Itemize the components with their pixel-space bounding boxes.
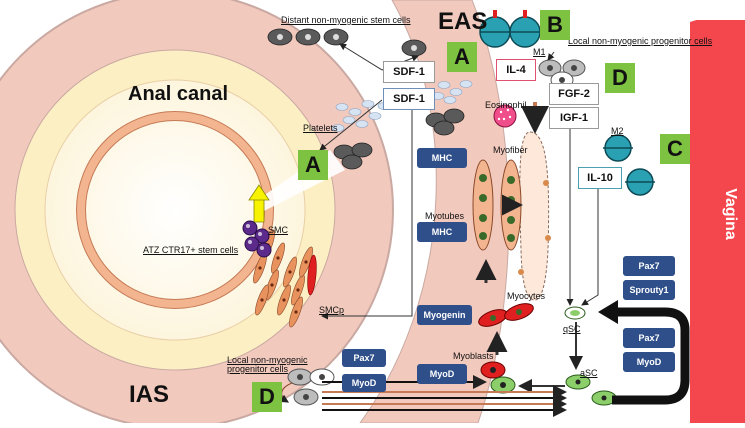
m2-label: M2 bbox=[611, 126, 624, 136]
platelets-label: Platelets bbox=[303, 123, 338, 133]
badge-c: C bbox=[660, 134, 690, 164]
m1-label: M1 bbox=[533, 47, 546, 57]
bottom-migration-arrows bbox=[322, 375, 567, 417]
smcp-label: SMCp bbox=[319, 305, 345, 315]
badge-b: B bbox=[540, 10, 570, 40]
il4-box: IL-4 bbox=[496, 59, 536, 81]
myogenin-marker: Myogenin bbox=[417, 305, 472, 325]
myoblasts bbox=[480, 361, 516, 394]
vagina-band bbox=[690, 5, 745, 423]
qsc-label: qSC bbox=[563, 324, 581, 334]
ias-label: IAS bbox=[129, 381, 170, 408]
myocytes bbox=[478, 303, 534, 327]
sdf1-box-upper: SDF-1 bbox=[383, 61, 435, 83]
m1-macrophages bbox=[479, 10, 541, 48]
anal-canal-label: Anal canal bbox=[128, 83, 229, 105]
pax7-marker-right-mid: Pax7 bbox=[623, 328, 675, 348]
pax7-marker-left: Pax7 bbox=[342, 349, 386, 367]
myod-marker-right: MyoD bbox=[623, 352, 675, 372]
local-progenitor-bottom-label-2: progenitor cells bbox=[227, 364, 289, 374]
myod-marker-center: MyoD bbox=[417, 364, 467, 384]
distant-stem-cells-label: Distant non-myogenic stem cells bbox=[281, 15, 411, 25]
vagina-label: Vagina bbox=[722, 188, 739, 240]
mhc-marker-upper: MHC bbox=[417, 148, 467, 168]
badge-d-bottom: D bbox=[252, 382, 282, 412]
myoblasts-label: Myoblasts bbox=[453, 351, 494, 361]
m2-macrophages bbox=[603, 134, 655, 196]
smc-label: SMC bbox=[268, 225, 288, 235]
satellite-cells bbox=[564, 306, 617, 406]
badge-d-top: D bbox=[605, 63, 635, 93]
self-renewal-arrow bbox=[598, 300, 690, 405]
mhc-marker-lower: MHC bbox=[417, 222, 467, 242]
local-progenitor-bottom-label-1: Local non-myogenic bbox=[227, 355, 308, 365]
pax7-marker-right-top: Pax7 bbox=[623, 256, 675, 276]
sdf1-box-lower: SDF-1 bbox=[383, 88, 435, 110]
myofiber-label: Myofiber bbox=[493, 145, 528, 155]
eosinophil-label: Eosinophil bbox=[485, 100, 527, 110]
anal-sphincter-rings bbox=[0, 0, 394, 428]
eas-label: EAS bbox=[438, 8, 488, 35]
distant-stem-cells bbox=[267, 28, 465, 170]
eosinophil bbox=[493, 104, 517, 128]
sprouty1-marker: Sprouty1 bbox=[623, 280, 675, 300]
myofiber bbox=[518, 131, 551, 301]
local-progenitor-cells-bottom bbox=[287, 368, 335, 406]
myod-marker-left: MyoD bbox=[342, 374, 386, 392]
asc-label: aSC bbox=[580, 368, 598, 378]
il10-box: IL-10 bbox=[578, 167, 622, 189]
badge-a-left: A bbox=[298, 150, 328, 180]
myocytes-label: Myocytes bbox=[507, 291, 546, 301]
atz-stem-cells bbox=[242, 184, 272, 258]
atz-stem-cells-label: ATZ CTR17+ stem cells bbox=[143, 245, 239, 255]
badge-a-center: A bbox=[447, 42, 477, 72]
fgf2-box: FGF-2 bbox=[549, 83, 599, 105]
local-progenitor-top-label: Local non-myogenic progenitor cells bbox=[568, 36, 713, 46]
myotubes-label: Myotubes bbox=[425, 211, 465, 221]
igf1-box: IGF-1 bbox=[549, 107, 599, 129]
